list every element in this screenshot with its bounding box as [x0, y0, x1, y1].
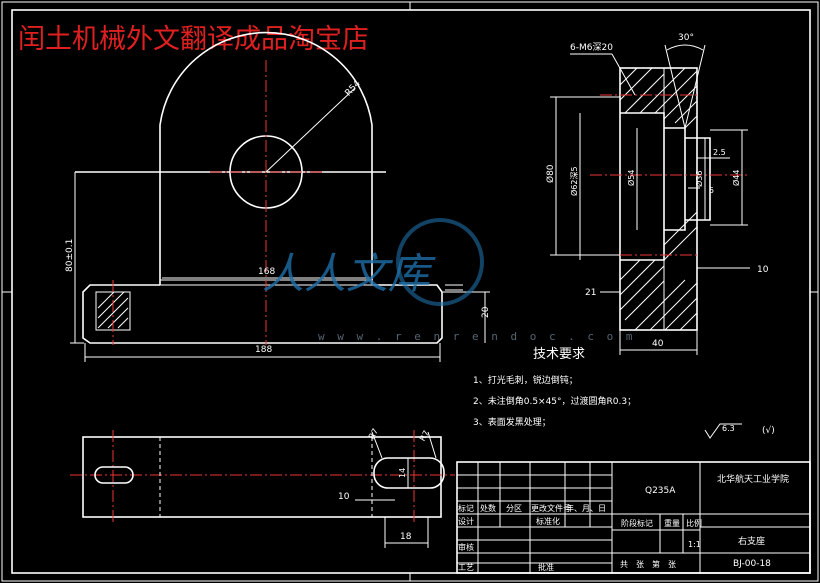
process-label: 工艺: [458, 563, 474, 572]
tech-requirements: 技术要求 1、打光毛刺，锐边倒钝； 2、未注倒角0.5×45°，过渡圆角R0.3…: [473, 347, 775, 439]
stage-mark-label: 阶段标记: [621, 518, 653, 528]
dim-44: Ø44: [731, 170, 741, 186]
dim-thread: 6-M6深20: [570, 42, 613, 53]
dim-54: Ø54: [626, 170, 636, 186]
weight-label: 重量: [664, 518, 680, 528]
dim-36: Ø36: [694, 171, 704, 187]
dim-r7-b: R7: [418, 429, 431, 443]
roughness-icon: [704, 423, 742, 439]
slot-right: [373, 457, 445, 489]
watermark-logo-icon: [396, 218, 484, 306]
dim-30deg: 30°: [678, 33, 694, 43]
watermark-text: 人人文库: [262, 249, 436, 298]
top-view: R7 R7 14 10 18: [70, 427, 455, 548]
rev-count-label: 处数: [480, 503, 496, 513]
dim-188: 188: [255, 345, 272, 355]
front-view: R54 80±0.1 168 188 20: [65, 31, 491, 362]
review-label: 审核: [458, 542, 474, 552]
dim-21: 21: [585, 288, 596, 298]
watermark: 人人文库 w w w . r e n r e n d o c . c o m: [262, 218, 636, 343]
dim-62: Ø62深5: [569, 166, 579, 196]
tech-item-2: 2、未注倒角0.5×45°，过渡圆角R0.3；: [473, 395, 636, 407]
side-section-view: 30° 6-M6深20 Ø80 Ø62深5 Ø54 Ø36 Ø44 2.5 5 …: [545, 33, 769, 355]
dim-80-dia: Ø80: [545, 164, 556, 183]
dim-10-right: 10: [757, 265, 769, 275]
dim-2-5: 2.5: [713, 148, 726, 157]
watermark-url: w w w . r e n r e n d o c . c o m: [318, 330, 636, 343]
standardize-label: 标准化: [536, 516, 560, 526]
scale-value: 1:1: [688, 540, 701, 549]
dim-r7-a: R7: [367, 427, 380, 441]
rev-doc-label: 更改文件号: [531, 503, 571, 513]
dim-40: 40: [652, 339, 664, 349]
rev-mark-label: 标记: [458, 503, 474, 513]
slot-left: [94, 466, 134, 484]
design-label: 设计: [458, 516, 474, 526]
scale-label: 比例: [686, 518, 702, 528]
tech-item-3: 3、表面发黑处理；: [473, 416, 551, 428]
tech-item-1: 1、打光毛刺，锐边倒钝；: [473, 374, 578, 386]
drawing-number: BJ-00-18: [733, 559, 771, 569]
dim-80: 80±0.1: [65, 239, 75, 272]
dim-18: 18: [400, 532, 412, 542]
dim-10-bottom: 10: [338, 492, 350, 502]
title-block: Q235A 北华航天工业学院 右支座 BJ-00-18 1:1 标记 处数 分区…: [456, 461, 811, 574]
dim-20: 20: [481, 306, 491, 318]
material: Q235A: [645, 486, 676, 496]
school-name: 北华航天工业学院: [717, 473, 789, 485]
tech-title: 技术要求: [533, 347, 585, 362]
shop-banner: 闰土机械外文翻译成品淘宝店: [18, 24, 369, 55]
rev-date-label: 年、月、日: [566, 503, 606, 513]
part-name: 右支座: [738, 535, 765, 547]
roughness-value: 6.3: [722, 424, 735, 433]
roughness-check: (√): [762, 425, 775, 436]
rev-zone-label: 分区: [506, 504, 522, 513]
sheet-info: 共 张 第 张: [620, 559, 676, 569]
dim-168: 168: [258, 267, 275, 277]
dim-14: 14: [398, 468, 407, 478]
dim-5: 5: [709, 186, 714, 195]
approve-label: 批准: [538, 562, 554, 572]
